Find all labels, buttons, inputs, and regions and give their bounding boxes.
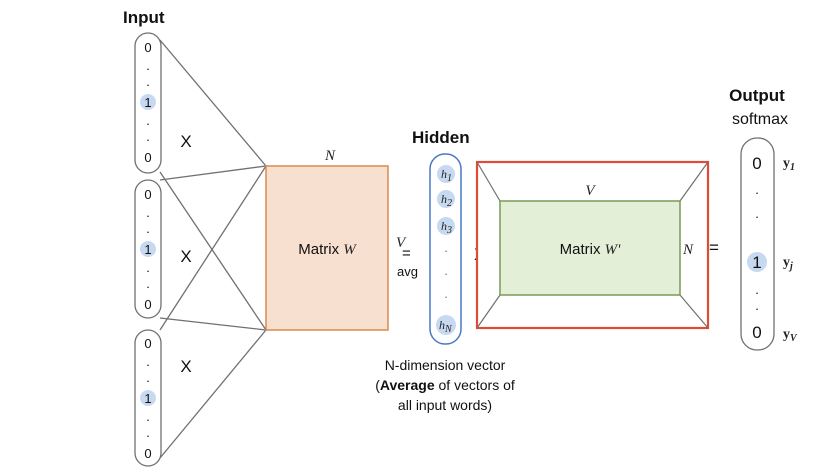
svg-text:.: . <box>444 240 448 255</box>
svg-text:.: . <box>146 370 150 385</box>
frame-corner-lines <box>476 161 709 329</box>
svg-text:.: . <box>755 282 759 297</box>
input-1-one: 1 <box>144 95 151 110</box>
input-3-bottom: 0 <box>144 446 151 461</box>
svg-text:.: . <box>146 425 150 440</box>
matrix-w-box <box>265 165 389 331</box>
hidden-caption-line1: N-dimension vector <box>385 357 506 373</box>
svg-text:.: . <box>146 409 150 424</box>
svg-text:h2: h2 <box>441 192 452 209</box>
input-title: Input <box>123 8 165 27</box>
svg-text:.: . <box>755 206 759 221</box>
matrix-w-prime-top-label: V <box>585 183 596 199</box>
hidden-item-n: hN <box>436 315 456 335</box>
input-1-top: 0 <box>144 40 151 55</box>
svg-text:hN: hN <box>439 318 453 335</box>
output-label-yj: yj <box>783 255 793 272</box>
input-connection-lines <box>159 39 267 459</box>
highlight-dot <box>747 252 767 272</box>
hidden-item-3: h3 <box>437 217 455 236</box>
svg-text:.: . <box>146 276 150 291</box>
matrix-w-prime-box <box>499 200 681 296</box>
output-title: Output <box>729 86 785 105</box>
output-subtitle: softmax <box>732 111 788 128</box>
svg-text:.: . <box>146 113 150 128</box>
output-value-v: 0 <box>752 323 761 342</box>
svg-text:.: . <box>146 205 150 220</box>
times-symbol: X <box>180 357 191 376</box>
input-2-top: 0 <box>144 187 151 202</box>
hidden-caption-line2: (Average of vectors of <box>375 377 515 393</box>
svg-text:h3: h3 <box>441 219 452 236</box>
input-2-one: 1 <box>144 242 151 257</box>
hidden-item-2: h2 <box>437 190 455 209</box>
svg-text:.: . <box>146 129 150 144</box>
svg-text:.: . <box>444 263 448 278</box>
matrix-w-prime-side-label: N <box>682 242 694 258</box>
matrix-w-top-label: N <box>324 148 336 164</box>
input-1-bottom: 0 <box>144 150 151 165</box>
avg-label: avg <box>397 264 418 279</box>
times-symbol: X <box>180 132 191 151</box>
svg-text:.: . <box>755 182 759 197</box>
svg-text:.: . <box>146 221 150 236</box>
input-vector-2: 0 . . 1 . . 0 <box>134 179 162 319</box>
hidden-title: Hidden <box>412 128 470 147</box>
highlight-dot <box>140 94 156 110</box>
svg-text:.: . <box>146 74 150 89</box>
matrix-w-equals: = <box>402 245 411 262</box>
highlight-dot <box>140 390 156 406</box>
hidden-caption-line3: all input words) <box>398 397 492 413</box>
output-value-1: 0 <box>752 154 761 173</box>
input-vector-3: 0 . . 1 . . 0 <box>134 329 162 467</box>
svg-text:.: . <box>755 298 759 313</box>
input-vector-1: 0 . . 1 . . 0 <box>134 32 162 174</box>
svg-text:h1: h1 <box>441 167 452 184</box>
hidden-item-1: h1 <box>437 165 455 184</box>
svg-text:.: . <box>146 58 150 73</box>
times-symbol: X <box>180 247 191 266</box>
matrix-w-prime-label: Matrix W' <box>560 241 622 258</box>
output-label-yv: yV <box>783 327 798 344</box>
svg-text:.: . <box>146 354 150 369</box>
svg-text:.: . <box>146 260 150 275</box>
svg-text:.: . <box>444 286 448 301</box>
input-2-bottom: 0 <box>144 297 151 312</box>
matrix-w-label: Matrix W <box>298 241 357 258</box>
input-3-one: 1 <box>144 391 151 406</box>
matrix-w-side-label: V <box>396 235 407 251</box>
input-3-top: 0 <box>144 336 151 351</box>
highlight-dot <box>140 241 156 257</box>
output-vector <box>740 137 775 351</box>
matrix-w-prime-equals: = <box>709 238 719 257</box>
output-label-y1: y1 <box>783 156 795 173</box>
output-value-j: 1 <box>752 253 761 272</box>
